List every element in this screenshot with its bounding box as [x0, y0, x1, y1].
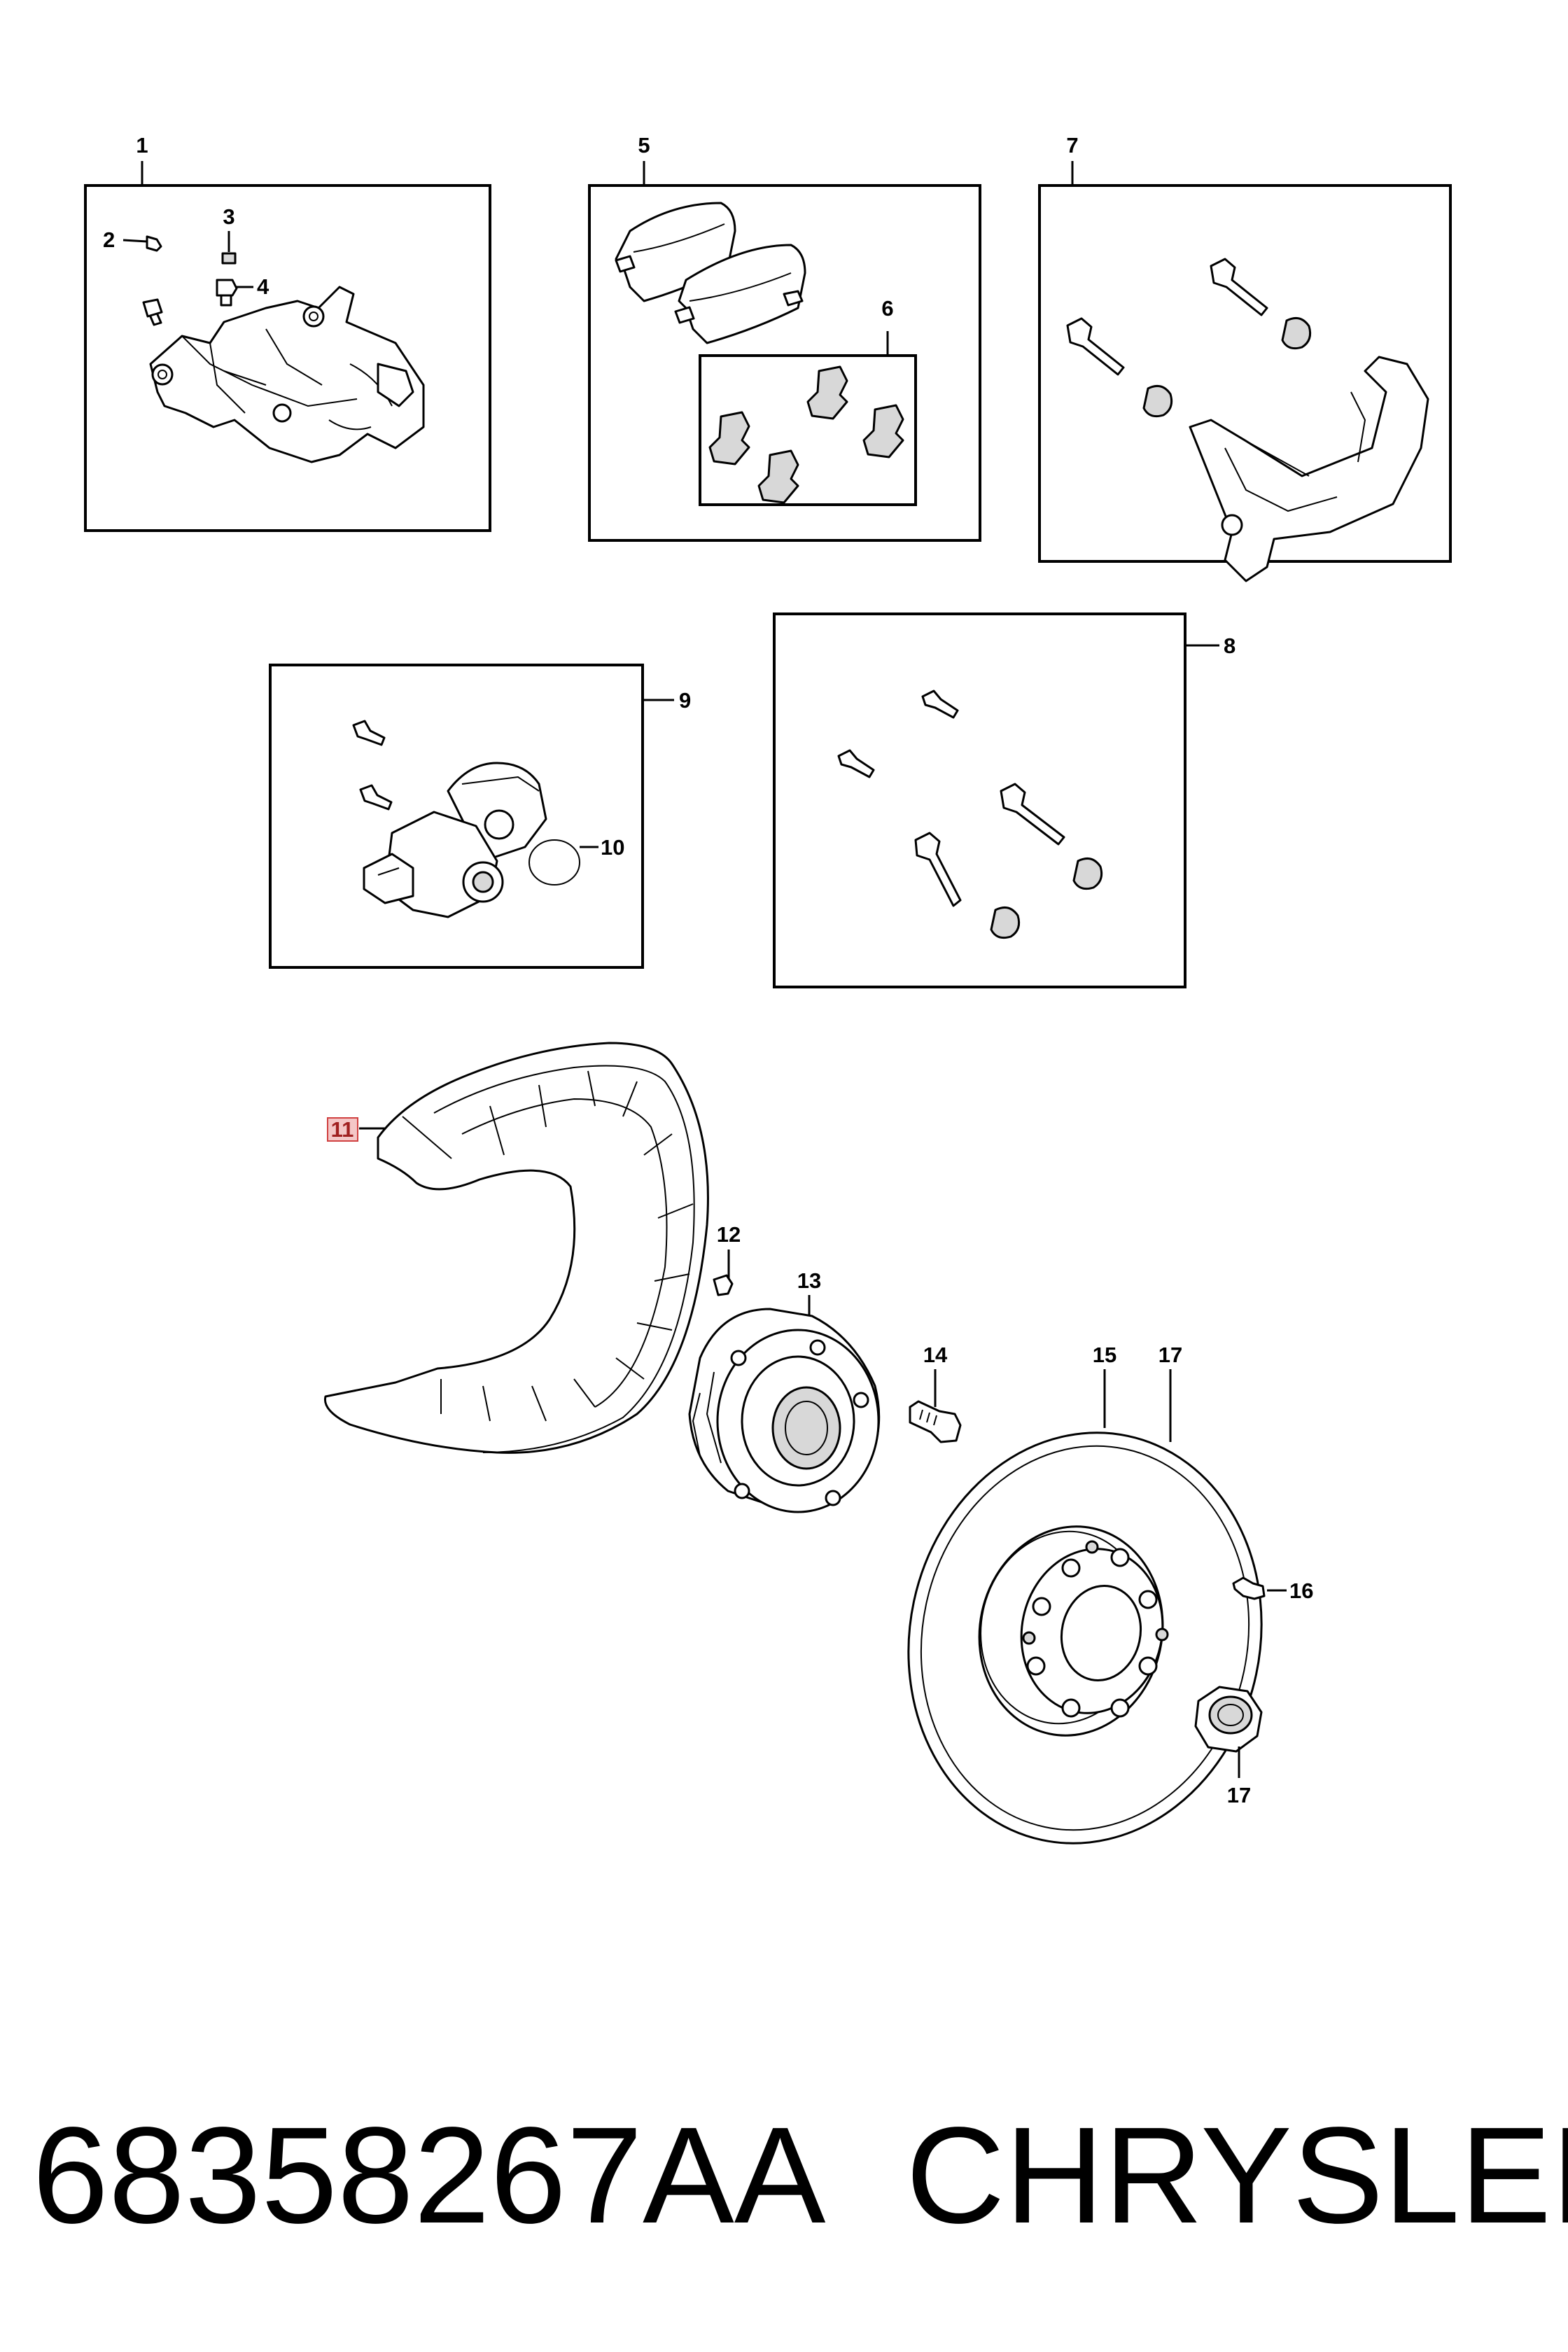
caliper-bracket [1189, 356, 1429, 582]
rotor-group: 15 17 [907, 1343, 1263, 1844]
pads-group: 5 6 [588, 133, 981, 542]
pin-boot-upper [1281, 316, 1312, 350]
bleeder-valve [216, 279, 238, 307]
brake-rotor [907, 1432, 1263, 1844]
guide-pin-lower [1066, 317, 1125, 376]
callout-11: 11 [331, 1117, 354, 1142]
hardware-group: 8 [773, 612, 1236, 988]
motor-bolt-2 [359, 784, 393, 811]
brake-pad-outer [678, 244, 806, 344]
dust-cap [221, 252, 237, 265]
callout-15: 15 [1093, 1343, 1116, 1367]
hardware-boot-2 [990, 906, 1021, 939]
caliper-box [84, 184, 491, 532]
callout-6: 6 [881, 296, 893, 321]
stud-group: 14 [909, 1343, 962, 1443]
pin-boot-lower [1142, 384, 1173, 418]
callout-3: 3 [223, 204, 234, 229]
callout-17-nut: 17 [1227, 1783, 1251, 1807]
callout-10: 10 [601, 835, 624, 860]
callout-13: 13 [797, 1268, 821, 1293]
guide-bolt-small [142, 298, 163, 326]
hardware-guide-pin-1 [1000, 783, 1065, 846]
o-ring [528, 839, 580, 886]
guide-pin-upper [1210, 258, 1268, 316]
hardware-guide-pin-2 [914, 832, 962, 907]
callout-16: 16 [1289, 1578, 1313, 1603]
parking-brake-motor-box [269, 664, 644, 969]
callout-9: 9 [679, 688, 691, 713]
callout-2: 2 [103, 227, 115, 252]
retaining-clip [713, 1274, 734, 1296]
pad-clips-box [699, 354, 917, 506]
caliper-body [149, 286, 425, 463]
callout-14: 14 [923, 1343, 948, 1367]
motor-bolt-1 [352, 720, 386, 746]
callout-7: 7 [1066, 133, 1078, 158]
callout-5: 5 [638, 133, 650, 158]
callout-11-highlight [327, 1117, 358, 1142]
motor-group: 9 10 [269, 664, 691, 969]
callout-1: 1 [136, 133, 148, 158]
callout-12: 12 [717, 1222, 741, 1247]
clip-group: 12 [713, 1222, 741, 1296]
brake-splash-shield [323, 1042, 709, 1454]
rotor-screw [1232, 1576, 1266, 1600]
pad-clips [708, 365, 904, 504]
brand-name: CHRYSLER [906, 2099, 1568, 2252]
rotor-screw-group: 16 [1232, 1576, 1313, 1603]
callout-4: 4 [257, 274, 270, 299]
callout-17-rotor: 17 [1158, 1343, 1182, 1367]
splash-shield-group: 11 [323, 1042, 709, 1454]
brake-pads-box [588, 184, 981, 542]
hardware-bolt-1 [921, 690, 959, 719]
axle-nut-group: 17 [1194, 1686, 1263, 1807]
hardware-kit-box [773, 612, 1186, 988]
hub-group: 13 [688, 1268, 881, 1513]
wheel-hub-bearing [688, 1308, 881, 1513]
bleeder-screw [146, 235, 162, 252]
hardware-bolt-2 [837, 749, 875, 778]
hardware-boot-1 [1072, 857, 1103, 890]
part-number: 68358267AA [32, 2099, 826, 2252]
parking-brake-motor [363, 762, 547, 918]
axle-nut [1194, 1686, 1263, 1753]
caliper-group: 1 2 3 4 [84, 133, 491, 532]
bracket-group: 7 [1038, 133, 1452, 582]
callout-8: 8 [1224, 634, 1236, 658]
